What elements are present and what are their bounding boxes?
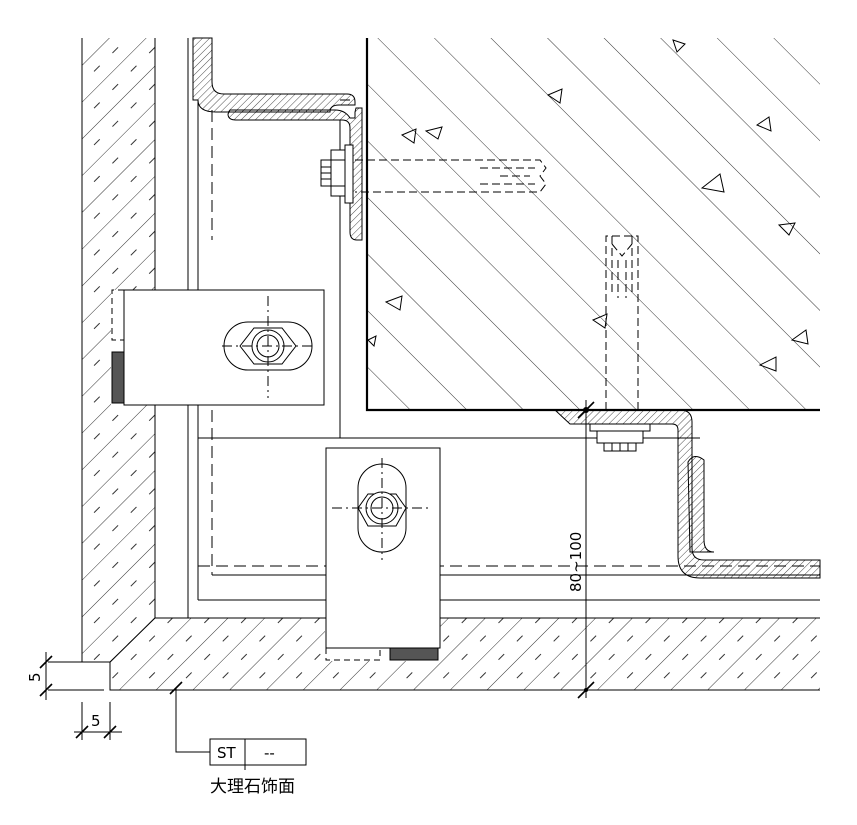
anchor-bolt-vertical — [605, 235, 639, 410]
material-tag-code: ST — [217, 744, 237, 762]
dimension-vertical-5-label: 5 — [26, 672, 44, 682]
material-callout: ST -- 大理石饰面 — [169, 681, 307, 797]
concrete-structure — [365, 38, 820, 412]
dimension-horizontal-5: 5 — [74, 702, 122, 740]
dimension-horizontal-5-label: 5 — [91, 712, 101, 730]
angle-bracket-bottom — [553, 407, 821, 579]
anchor-bolt-horizontal — [355, 159, 547, 193]
dimension-gap-label: 80~100 — [567, 532, 585, 592]
stone-clip-left — [111, 289, 325, 406]
angle-bracket-top — [192, 37, 363, 241]
dimension-gap: 80~100 — [567, 400, 595, 699]
material-tag-box — [209, 738, 307, 766]
dimension-vertical-5: 5 — [26, 652, 104, 700]
material-name-label: 大理石饰面 — [210, 777, 295, 797]
stone-clip-bottom — [325, 447, 441, 661]
material-tag-suffix: -- — [264, 744, 275, 762]
